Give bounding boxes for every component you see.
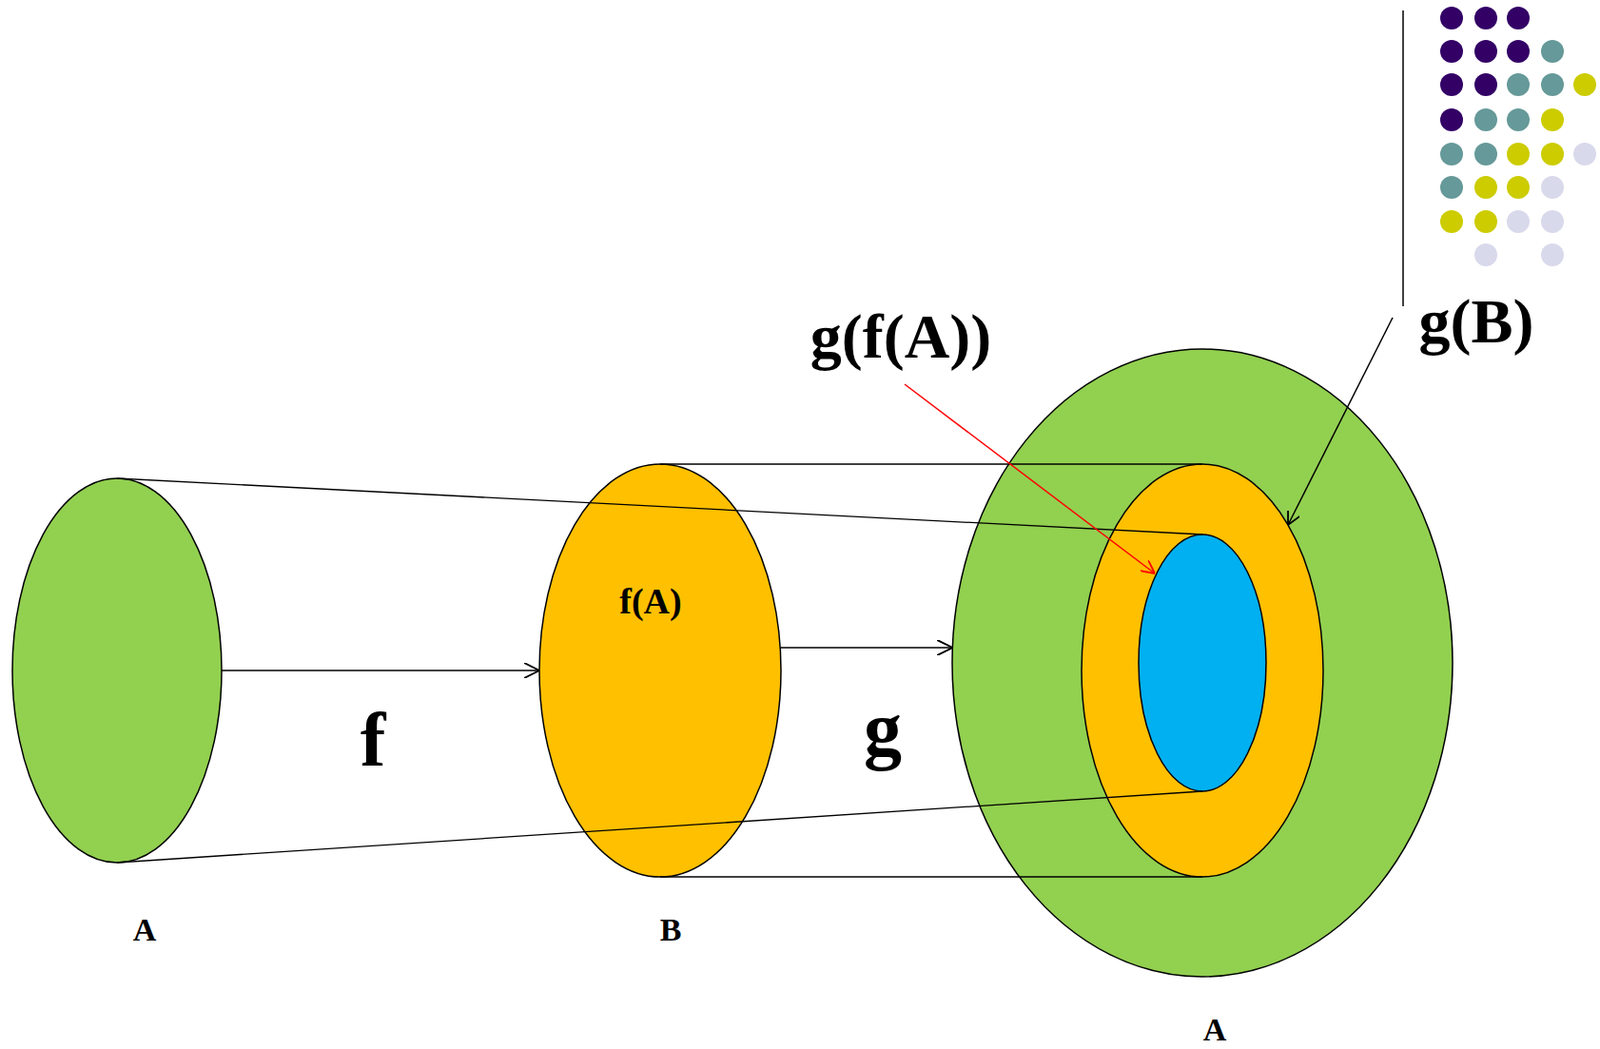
decor-dot	[1541, 175, 1564, 199]
mapping-arrow	[780, 646, 953, 649]
projection-line	[660, 463, 1203, 465]
ellipse-shape	[12, 478, 222, 863]
decor-dot	[1440, 142, 1464, 166]
set-ellipse: A	[12, 478, 222, 863]
composite-image	[1138, 534, 1267, 792]
decor-dot	[1440, 175, 1464, 199]
function-name: f	[360, 696, 387, 784]
leader-arrow	[904, 384, 1155, 574]
decor-dot	[1474, 6, 1498, 30]
set-ellipse: A	[952, 349, 1453, 977]
image-name: f(A)	[619, 581, 682, 624]
decor-dot	[1440, 108, 1464, 132]
decor-dot	[1541, 210, 1564, 234]
decor-dot	[1474, 175, 1498, 199]
decor-dot	[1541, 39, 1564, 63]
decor-dot	[1541, 142, 1564, 166]
decor-dot	[1506, 210, 1530, 234]
decor-rule	[1402, 10, 1405, 307]
decor-dot	[1541, 73, 1564, 97]
ellipse-shape	[539, 464, 781, 878]
decor-dot	[1541, 243, 1564, 267]
decor-dot	[1506, 142, 1530, 166]
ellipse-outline	[952, 349, 1453, 977]
image-ring	[1081, 464, 1324, 878]
decor-dot	[1474, 108, 1498, 132]
callout-label: g(f(A))	[810, 300, 993, 373]
decor-dot	[1506, 39, 1530, 63]
leader-arrow	[1287, 317, 1393, 526]
decor-dot	[1474, 39, 1498, 63]
decor-dot	[1440, 210, 1464, 234]
decor-dot	[1440, 73, 1464, 97]
set-name: A	[1203, 1011, 1228, 1049]
decor-dots	[1440, 6, 1597, 267]
callout-label: g(B)	[1419, 285, 1535, 358]
decor-dot	[1573, 142, 1597, 166]
ellipse-outline	[12, 478, 222, 863]
set-name: A	[133, 911, 157, 949]
decor-dot	[1440, 39, 1464, 63]
projection-line	[660, 876, 1203, 878]
decor-dot	[1573, 73, 1597, 97]
codomain-ellipse: f(A)B	[539, 464, 781, 878]
projection-line	[117, 791, 1203, 863]
decor-dot	[1474, 142, 1498, 166]
ellipse-outline	[539, 464, 781, 878]
function-name: g	[863, 685, 902, 774]
projection-line	[117, 478, 1203, 535]
set-name: B	[660, 911, 683, 949]
decor-dot	[1474, 73, 1498, 97]
decor-dot	[1506, 108, 1530, 132]
decor-dot	[1474, 243, 1498, 267]
decor-dot	[1541, 108, 1564, 132]
mapping-arrow	[221, 669, 540, 672]
decor-dot	[1506, 6, 1530, 30]
decor-dot	[1474, 210, 1498, 234]
decor-dot	[1506, 73, 1530, 97]
ellipse-shape	[952, 349, 1453, 977]
decor-dot	[1440, 6, 1464, 30]
decor-dot	[1506, 175, 1530, 199]
